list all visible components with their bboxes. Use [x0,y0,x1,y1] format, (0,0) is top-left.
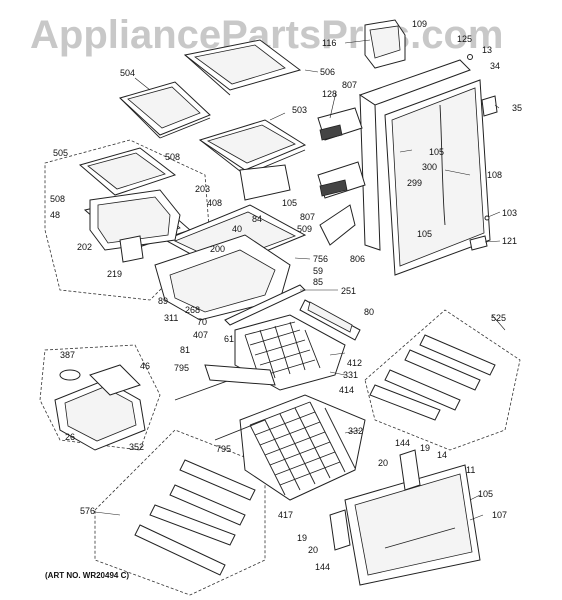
callout-806: 806 [350,254,365,264]
part-108-fresh-food-door [358,59,491,276]
callout-202: 202 [77,242,92,252]
part-11-freezer-door [329,449,481,586]
callout-300: 300 [422,162,437,172]
callout-81: 81 [180,345,190,355]
callout-128: 128 [322,89,337,99]
callout-141: 105 [282,198,297,208]
callout-59: 59 [313,266,323,276]
callout-795-bottom: 795 [216,444,231,454]
callout-40: 40 [232,224,242,234]
callout-503: 503 [292,105,307,115]
group-outline-525 [364,309,521,451]
callout-109: 109 [412,19,427,29]
callout-795-top: 795 [174,363,189,373]
group-outline-drawers [39,344,161,451]
callout-35: 35 [512,103,522,113]
callout-85: 85 [313,277,323,287]
callout-14: 14 [437,450,447,460]
part-806-door-bin [319,204,356,246]
part-202-drawer [89,189,181,263]
part-576-rails [134,459,256,576]
part-795-rod [174,379,266,441]
callout-508: 508 [50,194,65,204]
callout-352: 352 [129,442,144,452]
art-number: (ART NO. WR20494 C) [45,571,129,580]
callout-46: 46 [140,361,150,371]
callout-506: 506 [320,67,335,77]
callout-311: 311 [164,313,178,323]
callout-116: 116 [322,38,336,48]
callout-13: 13 [482,45,492,55]
callout-70: 70 [197,317,207,327]
leader-lines [94,39,506,521]
callout-414: 414 [339,385,354,395]
callout-412: 412 [347,358,362,368]
callout-505: 505 [53,148,68,158]
part-109-door-bin [364,19,406,69]
callout-11: 11 [466,465,475,475]
callout-268: 268 [185,305,200,315]
part-80-rail [299,299,361,341]
part-35-label [481,95,498,117]
callout-19-top: 19 [420,443,430,453]
callout-299: 299 [407,178,422,188]
part-807-door-bin [317,161,366,199]
part-128-door-bin [317,107,363,141]
callout-200: 200 [210,244,225,254]
callout-417: 417 [278,510,293,520]
callout-807-top: 807 [342,80,357,90]
callout-219: 219 [107,269,122,279]
callout-48: 48 [50,210,60,220]
callout-144-top: 144 [395,438,410,448]
callout-20-bottom: 20 [308,545,318,555]
callout-807-mid: 807 [300,212,315,222]
part-525-rails [369,334,496,421]
callout-105-door: 105 [429,147,444,157]
callout-407: 407 [193,330,208,340]
callout-103: 103 [502,208,517,218]
callout-108: 108 [487,170,502,180]
part-504-shelf [119,81,211,139]
part-503-shelf [198,119,307,201]
part-121-hinge [469,235,488,251]
callout-387: 387 [60,350,75,360]
callout-89: 89 [158,296,168,306]
callout-331: 331 [343,370,358,380]
callout-80: 80 [364,307,374,317]
callout-84: 84 [252,214,262,224]
callout-26: 26 [65,432,75,442]
part-352-drawer [54,364,146,451]
callout-504: 504 [120,68,135,78]
callout-525: 525 [491,313,506,323]
callout-105-freezer: 105 [478,489,493,499]
callout-332: 332 [348,426,363,436]
callout-105-hinge: 105 [417,229,432,239]
callout-34: 34 [490,61,500,71]
callout-508-top: 508 [165,152,180,162]
callout-19-bottom: 19 [297,533,307,543]
callout-61: 61 [224,334,234,344]
callout-121: 121 [502,236,517,246]
callout-107: 107 [492,510,507,520]
callout-756: 756 [313,254,328,264]
callout-576: 576 [80,506,95,516]
part-13-screw [467,54,473,60]
callout-408: 408 [207,198,222,208]
group-outline-505 [44,139,211,301]
part-332-lower-basket [239,394,366,501]
callout-251: 251 [341,286,356,296]
part-81-slide [204,364,276,386]
callout-144-bottom: 144 [315,562,330,572]
callout-20-top: 20 [378,458,388,468]
callout-125: 125 [457,34,472,44]
part-200-crisper-cover [154,204,307,321]
part-506-shelf [183,39,302,96]
callout-203: 203 [195,184,210,194]
callout-509: 509 [297,224,312,234]
